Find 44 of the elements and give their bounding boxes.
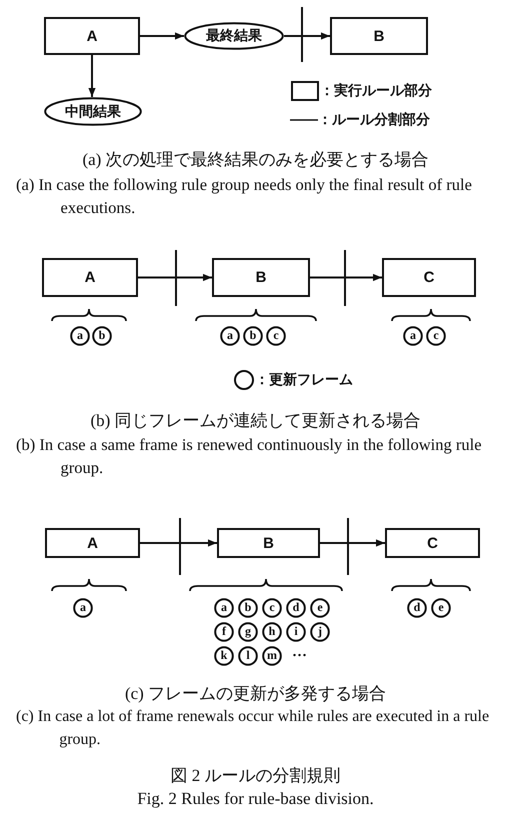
subfigure-caption: (c) フレームの更新が多発する場合 — [124, 683, 388, 705]
subfigure-caption: (a) 次の処理で最終結果のみを必要とする場合 — [81, 149, 430, 171]
frame-circle: b — [243, 326, 263, 346]
figure-caption: 図 2 ルールの分割規則 — [170, 765, 342, 787]
frame-circle: e — [310, 598, 330, 618]
arrow — [310, 274, 382, 282]
frame-circle: f — [214, 622, 234, 642]
frame-circle: b — [92, 326, 112, 346]
arrow — [140, 539, 217, 547]
legend-text: ：実行ルール部分 — [320, 82, 432, 100]
arrow — [284, 32, 330, 40]
figure-caption: Fig. 2 Rules for rule-base division. — [136, 788, 375, 810]
subfigure-caption: (a) In case the following rule group needs only the final result of rule executions. — [16, 174, 473, 220]
frame-circle: d — [407, 598, 427, 618]
result-ellipse: 最終結果 — [184, 22, 284, 50]
frame-circle: c — [266, 326, 286, 346]
subfigure-caption: (b) In case a same frame is renewed continuously in the following rule group. — [16, 434, 483, 480]
arrow — [320, 539, 385, 547]
frame-circle: a — [73, 598, 93, 618]
frame-circle: a — [70, 326, 90, 346]
arrow — [140, 32, 184, 40]
frame-circle: a — [214, 598, 234, 618]
frame-circle: h — [262, 622, 282, 642]
subfigure-caption: (b) 同じフレームが連続して更新される場合 — [89, 410, 422, 432]
legend-text: ：ルール分割部分 — [318, 111, 430, 129]
frame-circle: a — [220, 326, 240, 346]
legend-text: ：更新フレーム — [255, 371, 353, 389]
arrow — [138, 274, 212, 282]
frame-circle: g — [238, 622, 258, 642]
frame-circle: m — [262, 646, 282, 666]
frame-circle: k — [214, 646, 234, 666]
frame-circle: e — [431, 598, 451, 618]
frame-circle: c — [262, 598, 282, 618]
subfigure-caption: (c) In case a lot of frame renewals occur while rules are executed in a rule group. — [16, 707, 490, 750]
frame-circle: c — [426, 326, 446, 346]
ellipsis: ··· — [292, 647, 308, 666]
frame-circle: i — [286, 622, 306, 642]
frame-circle: j — [310, 622, 330, 642]
frame-circle: d — [286, 598, 306, 618]
arrow — [88, 55, 96, 97]
frame-circle: a — [403, 326, 423, 346]
result-ellipse: 中間結果 — [44, 97, 142, 126]
frame-circle: l — [238, 646, 258, 666]
frame-circle: b — [238, 598, 258, 618]
